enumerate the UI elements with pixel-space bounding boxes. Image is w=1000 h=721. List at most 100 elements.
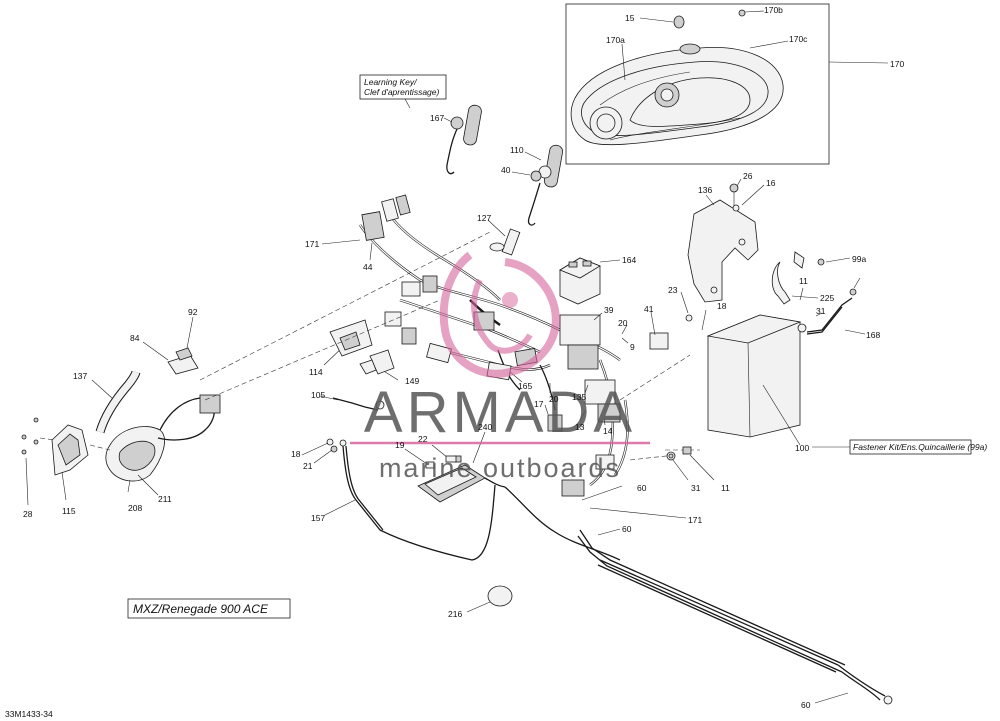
washers-31-11 <box>666 446 715 481</box>
clip-19 <box>425 461 435 469</box>
hose-137 <box>91 370 141 434</box>
watermark-tagline: marine outboards <box>379 453 621 483</box>
nut-21 <box>330 445 338 453</box>
callout-92: 92 <box>188 307 198 317</box>
callout-110: 110 <box>510 145 524 155</box>
callout-20-top: 20 <box>618 318 628 328</box>
callout-171-low: 171 <box>688 515 702 525</box>
callout-240: 240 <box>478 422 492 432</box>
callout-208: 208 <box>128 503 142 513</box>
connector-cover-114 <box>329 319 373 357</box>
cable-tie-216 <box>487 585 513 607</box>
callout-19: 19 <box>395 440 405 450</box>
callout-labels: 15 170b 170a 170c 170 167 110 40 136 26 … <box>5 5 987 719</box>
clip-22 <box>445 455 457 463</box>
relay-149 <box>359 349 395 375</box>
main-lead-lines <box>321 219 707 536</box>
callout-167: 167 <box>430 113 444 123</box>
learning-key-note-box <box>359 74 447 100</box>
callout-11-top: 11 <box>799 276 808 286</box>
callout-13: 13 <box>575 422 585 432</box>
learning-key-group <box>359 74 563 226</box>
learning-key-tether <box>463 104 482 146</box>
callout-31-low: 31 <box>691 483 701 493</box>
callout-22: 22 <box>418 434 428 444</box>
callout-127: 127 <box>477 213 491 223</box>
callout-17: 17 <box>534 399 544 409</box>
callout-21: 21 <box>303 461 313 471</box>
callout-18-left: 18 <box>291 449 301 459</box>
learning-key-note-line1: Learning Key/ <box>364 77 418 87</box>
callout-170c: 170c <box>789 34 808 44</box>
callout-216: 216 <box>448 609 462 619</box>
battery-cable-157 <box>301 438 496 561</box>
throttle-handle-assembly-211 <box>105 394 221 496</box>
callout-20-mid: 20 <box>549 394 559 404</box>
screw-170b <box>738 9 746 17</box>
battery-100 <box>706 314 972 455</box>
fastener-note: Fastener Kit/Ens.Quincaillerie (99a) <box>853 442 987 452</box>
cover-92-84 <box>142 316 199 375</box>
relay-164 <box>559 257 621 305</box>
gauge-cluster-drawing <box>570 9 784 146</box>
callout-44: 44 <box>363 262 373 272</box>
callout-137: 137 <box>73 371 87 381</box>
ground-cable-105 <box>319 395 385 411</box>
callout-211: 211 <box>158 494 172 504</box>
watermark-emblem <box>439 251 560 378</box>
callout-149: 149 <box>405 376 419 386</box>
nut-15 <box>673 15 685 29</box>
washer-16 <box>732 204 740 212</box>
alignment-dashes <box>39 231 700 461</box>
fastener-note-box <box>849 439 972 455</box>
callout-60-bottom: 60 <box>801 700 811 710</box>
callout-170: 170 <box>890 59 904 69</box>
screw-99a <box>817 258 825 266</box>
callout-15: 15 <box>625 13 635 23</box>
callout-164: 164 <box>622 255 636 265</box>
callout-99a: 99a <box>852 254 866 264</box>
callout-41: 41 <box>644 304 654 314</box>
ecu-240 <box>404 431 506 503</box>
callout-157: 157 <box>311 513 325 523</box>
callout-60-low: 60 <box>622 524 632 534</box>
callout-115: 115 <box>62 506 76 516</box>
ground-wire-60 <box>504 486 893 705</box>
model-label-box <box>127 598 291 619</box>
callout-31-top: 31 <box>816 306 826 316</box>
callout-18-top: 18 <box>717 301 727 311</box>
learning-key-note-line2: Clef d'aprentissage) <box>364 87 439 97</box>
washer-18 <box>326 438 334 446</box>
battery-clamp-225 <box>771 251 866 335</box>
callout-23: 23 <box>668 285 678 295</box>
callout-14: 14 <box>603 426 613 436</box>
harness-connectors <box>361 194 669 497</box>
watermark-brand: ARMADA <box>364 380 636 445</box>
callout-60-mid: 60 <box>637 483 647 493</box>
callout-105: 105 <box>311 390 325 400</box>
callout-28: 28 <box>23 509 33 519</box>
bracket-136 <box>680 178 765 322</box>
callout-136: 136 <box>698 185 712 195</box>
washer-40 <box>530 170 542 182</box>
callout-168: 168 <box>866 330 880 340</box>
callout-171-top: 171 <box>305 239 319 249</box>
armada-watermark: ARMADA marine outboards <box>350 251 650 483</box>
callout-26: 26 <box>743 171 753 181</box>
callout-165: 165 <box>518 381 532 391</box>
handle-115 <box>21 417 89 506</box>
callout-9: 9 <box>630 342 635 352</box>
callout-11-low: 11 <box>721 483 730 493</box>
callout-135: 135 <box>572 392 586 402</box>
callout-16: 16 <box>766 178 776 188</box>
callout-225: 225 <box>820 293 834 303</box>
sensor-41 <box>649 332 669 350</box>
callout-40: 40 <box>501 165 511 175</box>
callout-100: 100 <box>795 443 809 453</box>
model-label: MXZ/Renegade 900 ACE <box>133 602 269 616</box>
callout-114: 114 <box>309 367 323 377</box>
drawing-number: 33M1433-34 <box>5 709 53 719</box>
callout-39: 39 <box>604 305 614 315</box>
callout-84: 84 <box>130 333 140 343</box>
